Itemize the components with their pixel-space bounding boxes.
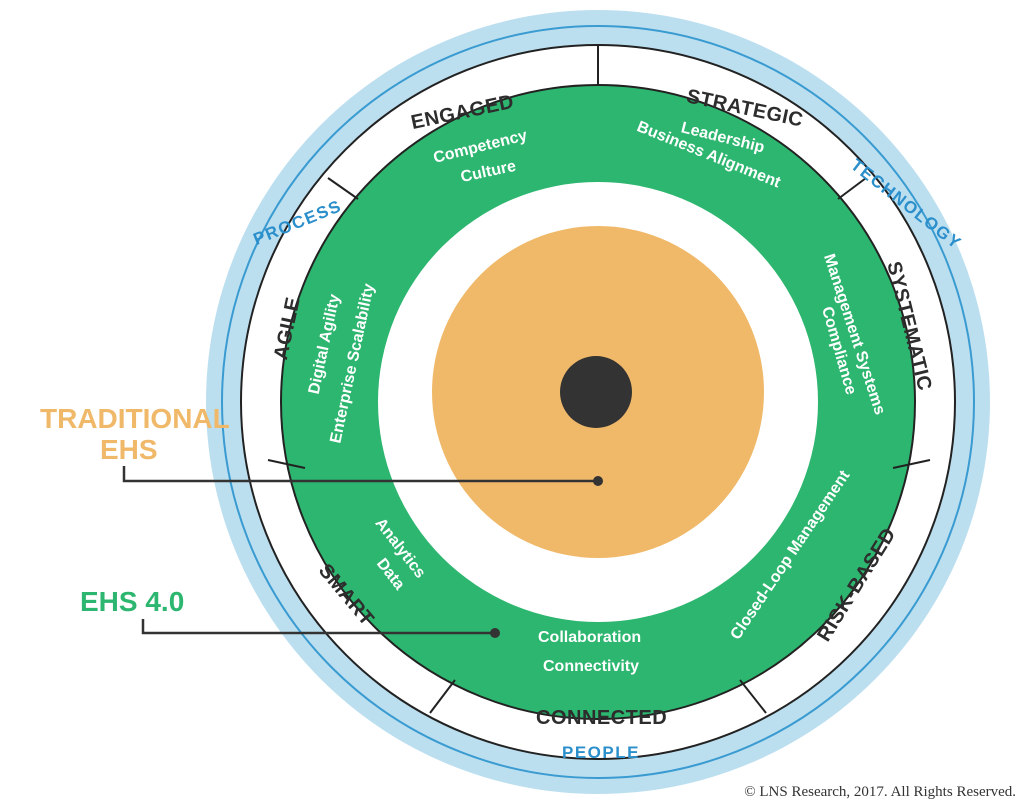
traditional-ehs-label-line2: EHS xyxy=(100,434,158,465)
ehs40-callout-line xyxy=(141,619,495,635)
connectivity-label: Connectivity xyxy=(543,658,639,675)
center-dot xyxy=(560,356,632,428)
copyright-notice: © LNS Research, 2017. All Rights Reserve… xyxy=(744,784,1016,800)
traditional-ehs-label-line1: TRADITIONAL xyxy=(40,403,230,434)
segment-dividers xyxy=(267,45,931,714)
outer-ring-line xyxy=(221,25,975,779)
collaboration-label: Collaboration xyxy=(538,629,641,646)
ehs40-label: EHS 4.0 xyxy=(80,586,184,617)
traditional-callout-line xyxy=(122,466,598,483)
traditional-callout-dot xyxy=(593,476,603,486)
people-label: PEOPLE xyxy=(562,743,640,762)
connected-label: CONNECTED xyxy=(536,707,667,729)
ehs40-callout-dot xyxy=(490,628,500,638)
